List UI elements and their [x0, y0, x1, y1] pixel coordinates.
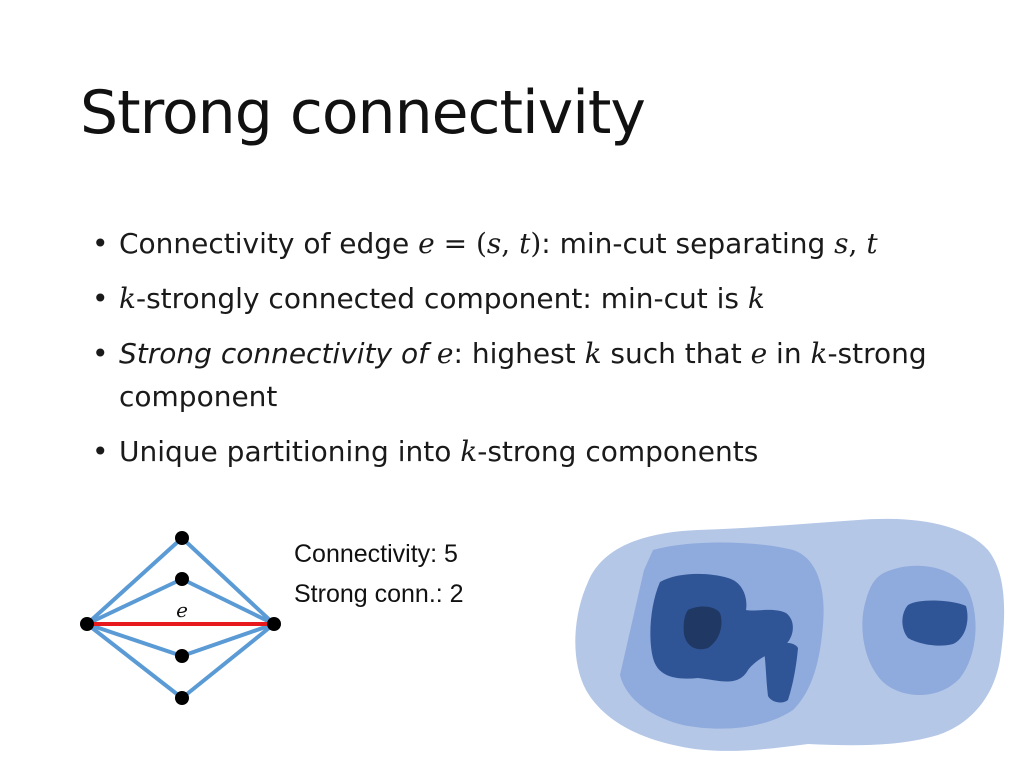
slide-title: Strong connectivity [80, 78, 646, 148]
bullet-text: e [418, 227, 435, 260]
edge-label-e: e [176, 598, 188, 622]
bullet-text: k [119, 282, 136, 315]
bullet-text: Connectivity of edge [119, 227, 419, 260]
connectivity-info: Connectivity: 5 Strong conn.: 2 [294, 534, 464, 614]
bullet-text: s [486, 227, 502, 260]
graph-node [267, 617, 281, 631]
blob-left-subcore [764, 642, 798, 703]
bullet-text: = ( [434, 227, 487, 260]
graph-node [175, 649, 189, 663]
graph-node [175, 691, 189, 705]
bullet-text: k [747, 282, 765, 315]
bullet-text: in [767, 337, 811, 370]
bullet-text: -strong components [477, 435, 759, 468]
bullet-item: Strong connectivity of e: highest k such… [92, 332, 952, 418]
bullet-text: k [460, 435, 478, 468]
bullet-text: -strongly connected component: min-cut i… [135, 282, 748, 315]
bullet-text: Strong connectivity of [119, 337, 437, 370]
graph-edge [86, 577, 183, 626]
bullet-item: Unique partitioning into k-strong compon… [92, 430, 952, 473]
bullet-text: : highest [453, 337, 585, 370]
blob-left-core [650, 573, 793, 682]
graph-edge [180, 536, 276, 626]
graph-node [80, 617, 94, 631]
bullet-text: k [584, 337, 602, 370]
bullet-list: Connectivity of edge e = (s, t): min-cut… [92, 222, 952, 485]
bullet-text: , [501, 227, 520, 260]
bullet-item: Connectivity of edge e = (s, t): min-cut… [92, 222, 952, 265]
graph-edge [181, 622, 275, 658]
graph-edge [85, 536, 184, 626]
graph-edge [181, 577, 275, 626]
connectivity-value: Connectivity: 5 [294, 540, 458, 568]
bullet-text: s [834, 227, 849, 260]
strong-components-illustration [575, 518, 1005, 751]
blob-right-core [902, 600, 968, 646]
bullet-text: such that [601, 337, 751, 370]
graph-node [175, 572, 189, 586]
graph-edge [85, 622, 184, 700]
graph-edge [86, 622, 183, 658]
bullet-text: k [810, 337, 828, 370]
bullet-text: e [436, 337, 454, 370]
bullet-text: t [519, 227, 531, 260]
strong-connectivity-value: Strong conn.: 2 [294, 580, 464, 608]
bullet-item: k-strongly connected component: min-cut … [92, 277, 952, 320]
graph-edge [180, 622, 276, 700]
bullet-text: t [866, 227, 878, 260]
bullet-text: Unique partitioning into [119, 435, 461, 468]
blob-left-inner-core [683, 606, 722, 650]
example-graph-diagram: e [80, 531, 281, 705]
bullet-text: e [750, 337, 768, 370]
graph-node [175, 531, 189, 545]
bullet-text: -strong component [119, 337, 927, 413]
bullet-text: , [848, 227, 867, 260]
bullet-text: : min-cut separating [541, 227, 835, 260]
bullet-text: ) [530, 227, 542, 260]
